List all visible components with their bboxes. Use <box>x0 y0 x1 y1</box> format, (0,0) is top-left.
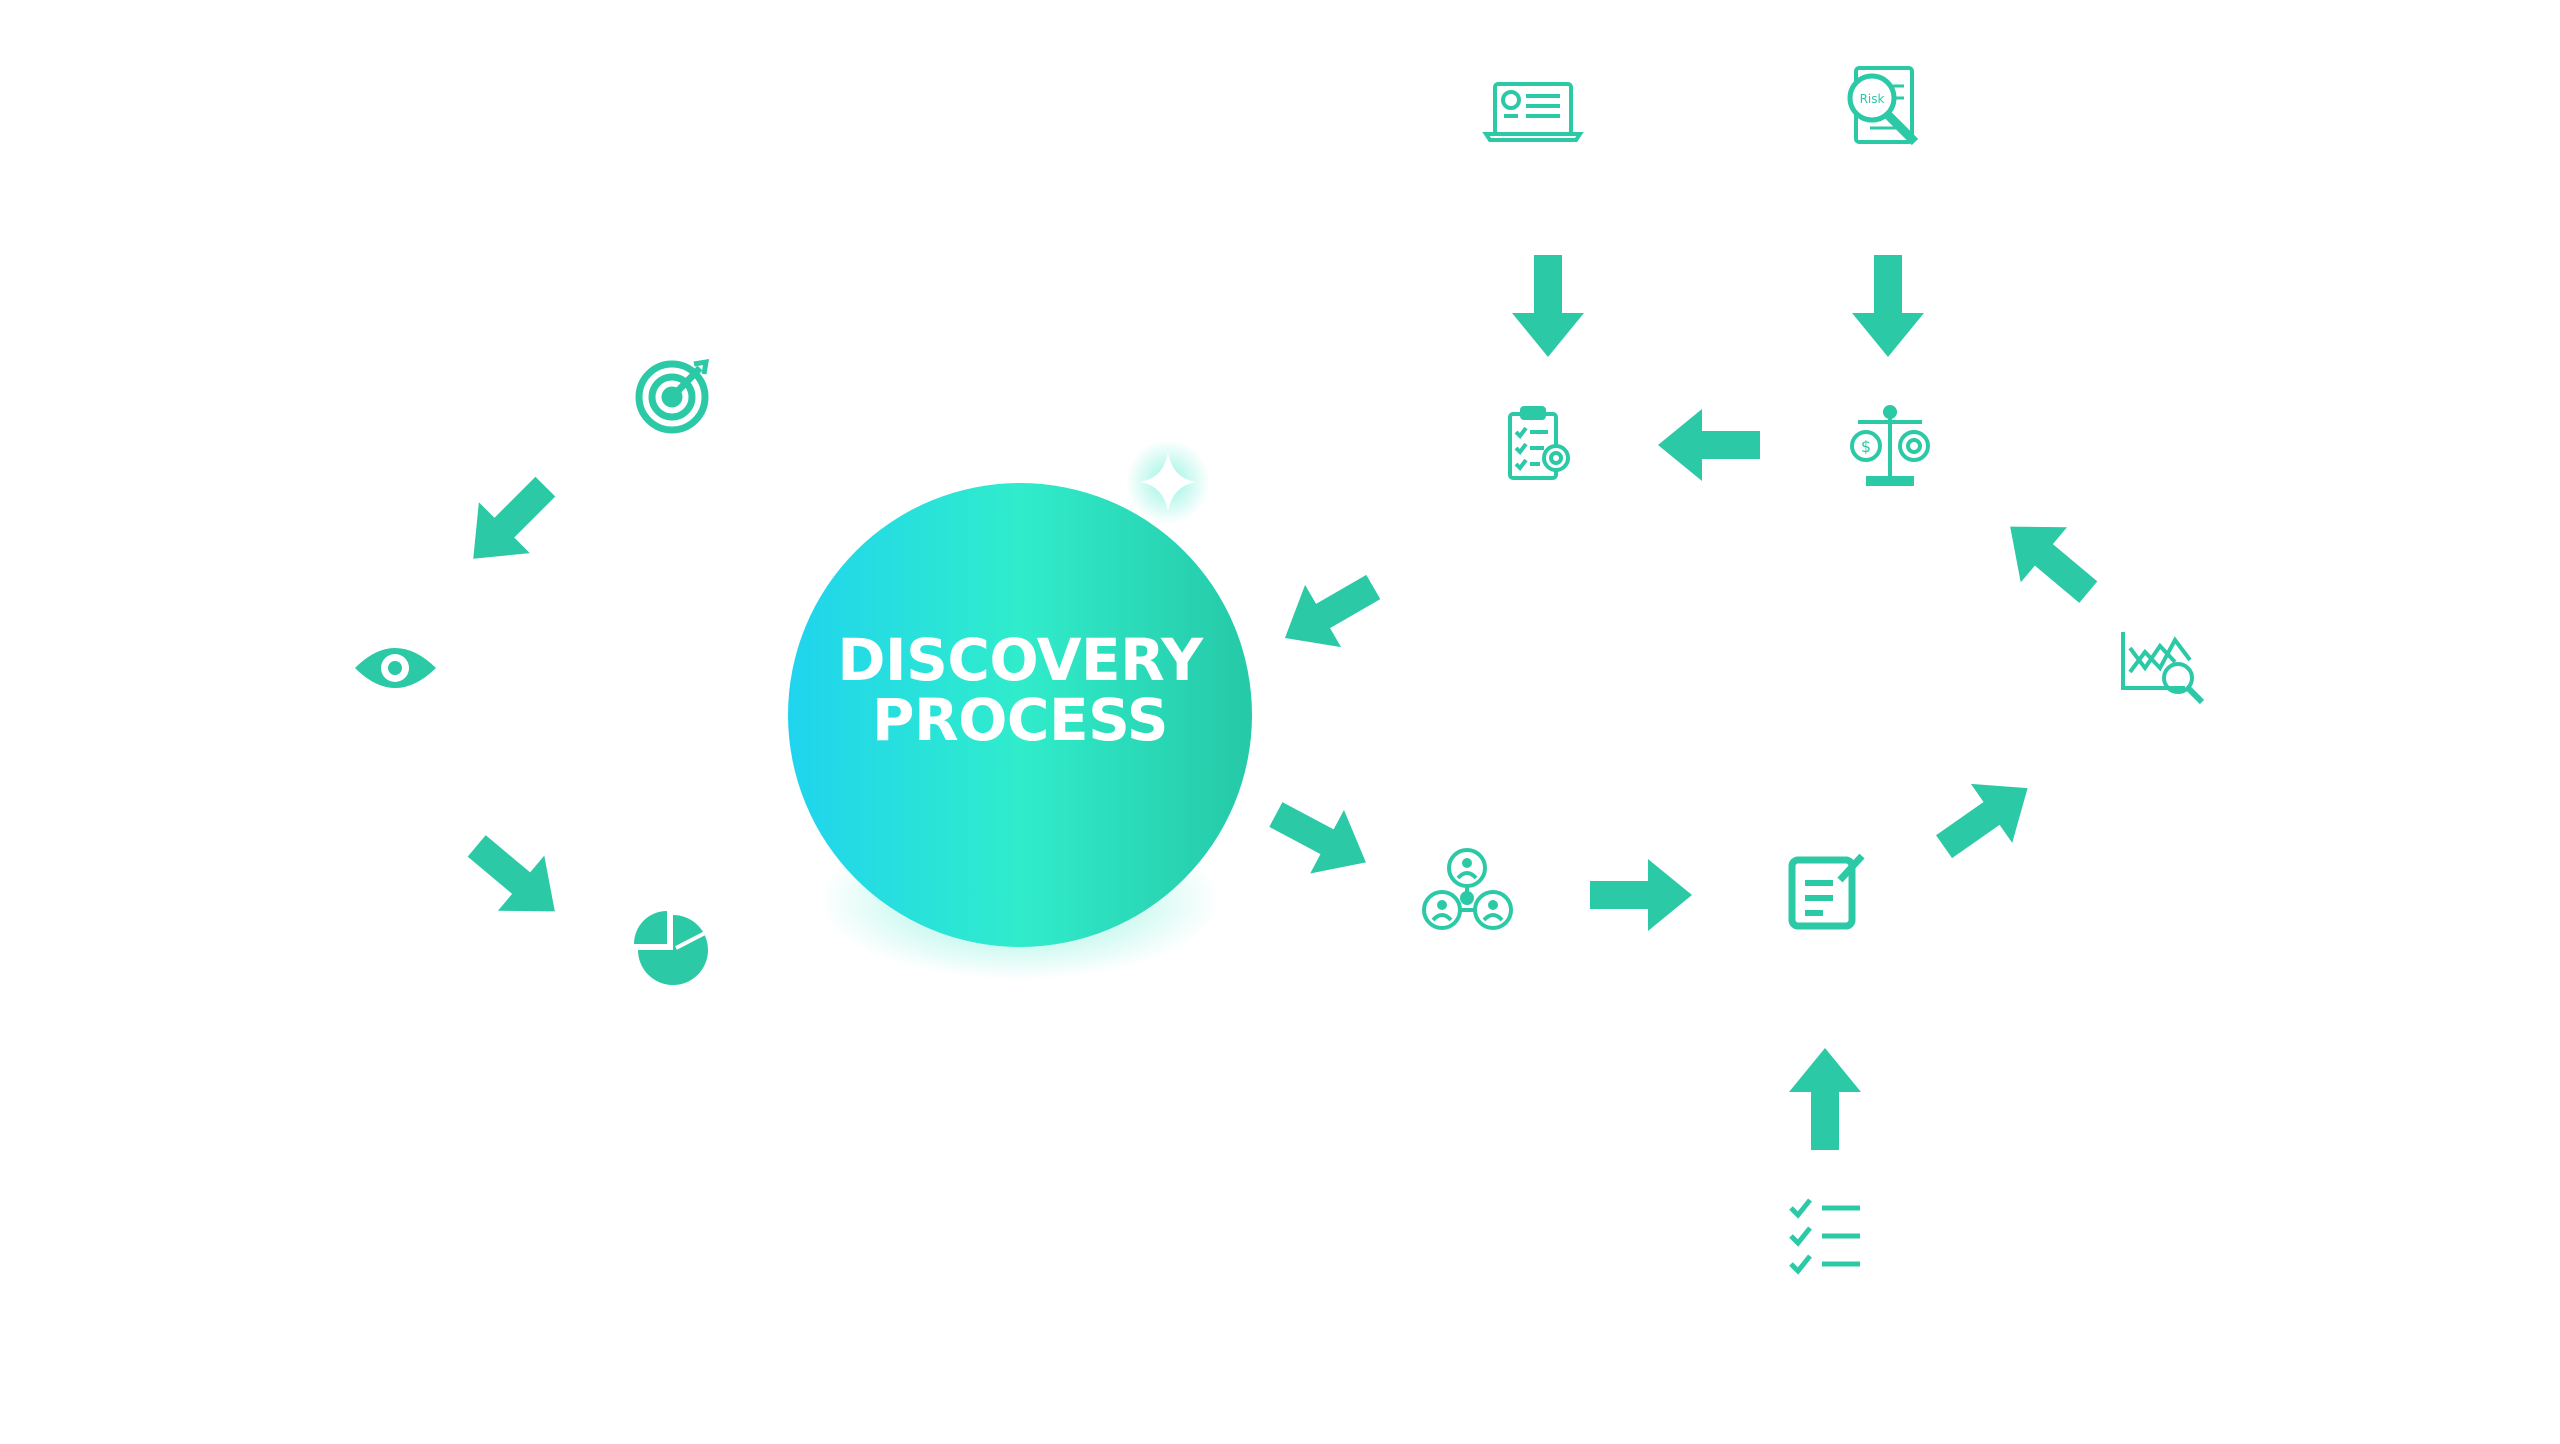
arrow-risk-to-scale <box>1852 255 1924 357</box>
team-network-icon <box>1422 848 1513 930</box>
pie-chart-icon <box>634 911 708 985</box>
analytics-search-icon <box>2121 632 2205 705</box>
svg-text:$: $ <box>1861 437 1871 456</box>
target-icon <box>635 358 710 434</box>
laptop-profile-icon <box>1482 82 1584 142</box>
center-title: DISCOVERY PROCESS <box>790 630 1250 750</box>
eye-icon <box>355 648 436 688</box>
risk-label: Risk <box>1860 92 1885 106</box>
finance-balance-icon: $ <box>1850 405 1930 486</box>
checklist-icon <box>1789 1198 1860 1275</box>
arrow-eye-to-pie <box>453 818 578 940</box>
edit-document-icon <box>1788 853 1865 930</box>
discovery-sphere <box>788 483 1252 947</box>
arrow-scale-to-clipboard <box>1658 409 1760 481</box>
arrow-checklist-to-document <box>1789 1048 1861 1150</box>
center-title-line2: PROCESS <box>871 686 1169 754</box>
center-title-line1: DISCOVERY <box>837 626 1203 694</box>
arrow-network-to-document <box>1590 859 1692 931</box>
sparkle-icon <box>1126 440 1210 524</box>
arrow-target-to-eye <box>447 461 571 585</box>
risk-analysis-icon <box>1847 66 1919 146</box>
arrow-laptop-to-clipboard <box>1512 255 1584 357</box>
arrow-analytics-to-scale <box>1987 498 2112 620</box>
arrow-into-sphere <box>1266 555 1392 670</box>
arrow-sphere-to-network <box>1258 782 1383 895</box>
arrow-document-to-analytics <box>1923 758 2049 877</box>
clipboard-settings-icon <box>1508 406 1570 480</box>
